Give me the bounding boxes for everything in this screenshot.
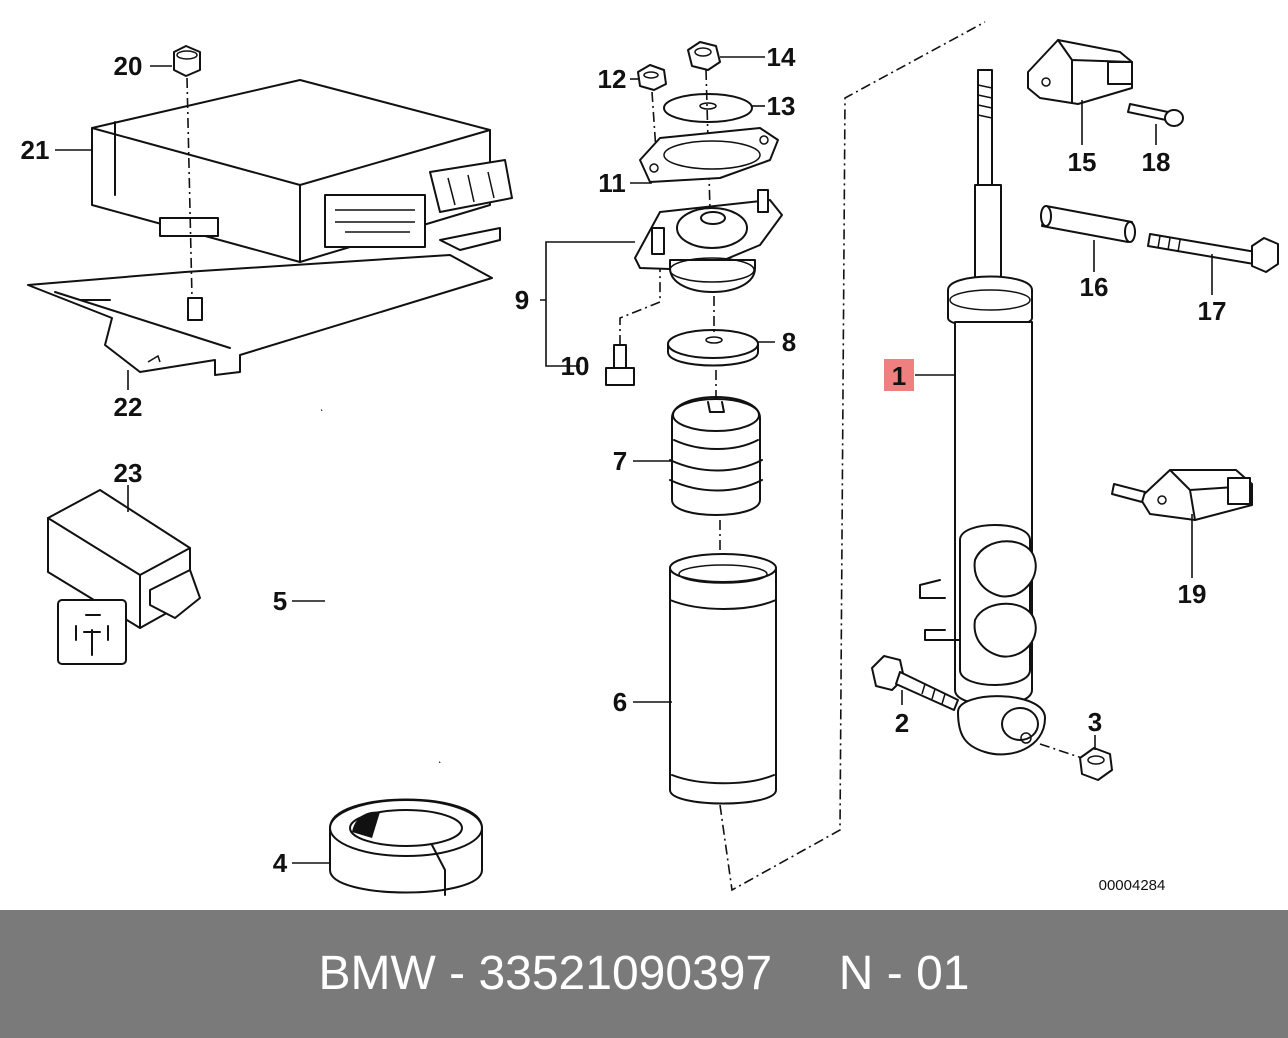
part-5-coil-spring xyxy=(319,402,473,764)
callout-7: 7 xyxy=(613,446,627,476)
part-1-shock-absorber xyxy=(919,69,1046,756)
part-12-nut xyxy=(637,64,667,91)
callout-23: 23 xyxy=(114,458,143,488)
part-15-sensor-bracket xyxy=(1027,39,1133,105)
callout-3: 3 xyxy=(1088,707,1102,737)
part-17-long-bolt xyxy=(1147,233,1279,273)
callout-5: 5 xyxy=(273,586,287,616)
part-18-screw xyxy=(1127,103,1184,127)
diagram-reference-number: 00004284 xyxy=(1099,877,1166,894)
callout-9: 9 xyxy=(515,285,529,315)
callout-8: 8 xyxy=(782,327,796,357)
callout-20: 20 xyxy=(114,51,143,81)
callout-21: 21 xyxy=(21,135,50,165)
part-8-washer xyxy=(667,329,759,367)
callout-2: 2 xyxy=(895,708,909,738)
callout-19: 19 xyxy=(1178,579,1207,609)
callout-18: 18 xyxy=(1142,147,1171,177)
highlight-callout-1 xyxy=(884,359,914,391)
part-22-bracket xyxy=(27,217,501,376)
callout-4: 4 xyxy=(273,848,288,878)
callout-14: 14 xyxy=(767,42,796,72)
part-4-spring-pad xyxy=(329,798,483,896)
callout-1: 1 xyxy=(892,361,906,391)
part-10-bolt xyxy=(605,268,661,386)
footer-bar: BMW - 33521090397 N - 01 xyxy=(0,910,1288,1038)
callout-22: 22 xyxy=(114,392,143,422)
part-9-strut-mount xyxy=(634,189,783,293)
part-21-control-unit xyxy=(91,79,513,263)
callout-15: 15 xyxy=(1068,147,1097,177)
part-14-nut xyxy=(687,41,721,71)
callout-16: 16 xyxy=(1080,272,1109,302)
part-16-sleeve xyxy=(1040,205,1136,243)
callout-17: 17 xyxy=(1198,296,1227,326)
callout-11: 11 xyxy=(598,168,626,198)
part-2-bolt xyxy=(871,655,959,711)
parts-diagram: 1 2 3 4 5 6 7 8 9 10 11 12 13 14 15 16 1… xyxy=(21,21,1279,896)
part-23-relay xyxy=(47,489,201,665)
part-11-gasket xyxy=(639,127,779,183)
callout-10: 10 xyxy=(561,351,590,381)
part-3-nut xyxy=(1079,747,1113,781)
part-19-sensor xyxy=(1111,469,1253,521)
callout-6: 6 xyxy=(613,687,627,717)
callout-13: 13 xyxy=(767,91,796,121)
part-7-bump-stop xyxy=(669,396,763,516)
part-number-caption: BMW - 33521090397 N - 01 xyxy=(318,947,970,1000)
part-6-protective-tube xyxy=(669,553,777,805)
part-13-washer xyxy=(663,93,753,123)
callout-12: 12 xyxy=(598,64,627,94)
leader-lines xyxy=(55,56,1213,864)
part-20-nut xyxy=(173,45,201,299)
